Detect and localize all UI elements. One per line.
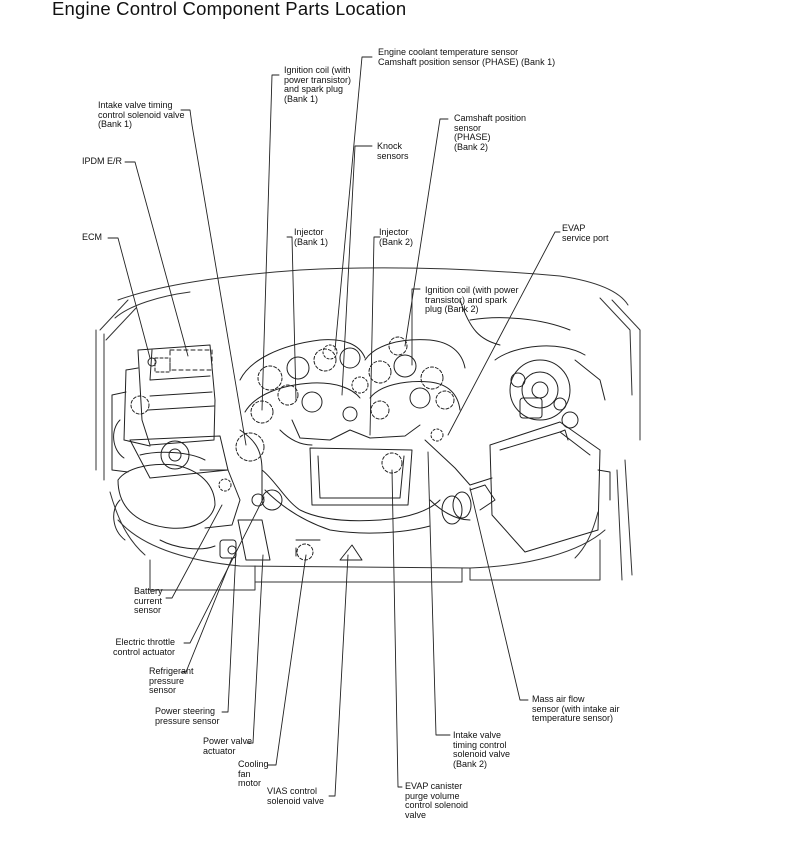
label-vias-solenoid: VIAS control solenoid valve [267,786,325,806]
label-mass-air-flow-sensor: Mass air flow sensor (with intake air te… [532,694,620,723]
label-ignition-coil-bank2: Ignition coil (with power transistor) an… [425,285,519,314]
label-evap-service-port: EVAP service port [562,223,609,243]
label-power-steering-sensor: Power steering pressure sensor [155,706,220,726]
label-refrigerant-pressure-sensor: Refrigerant pressure sensor [149,666,194,695]
label-cam-position-bank2: Camshaft position sensor (PHASE) (Bank 2… [454,113,527,152]
label-intake-valve-timing-bank2: Intake valve timing control solenoid val… [453,730,511,769]
label-injector-bank1: Injector (Bank 1) [294,227,329,247]
label-cooling-fan-motor: Cooling fan motor [238,759,269,788]
label-intake-valve-timing-bank1: Intake valve timing control solenoid val… [98,100,185,129]
label-ecm: ECM [82,232,102,242]
label-evap-canister-purge: EVAP canister purge volume control solen… [405,781,469,820]
label-coolant-temp-cam-sensor: Engine coolant temperature sensor Camsha… [378,47,556,67]
leader-lines [107,56,561,797]
page-title: Engine Control Component Parts Location [52,0,407,19]
left-front-components [113,429,283,561]
label-ipdm: IPDM E/R [82,156,123,166]
label-ignition-coil-bank1: Ignition coil (with power transistor) an… [284,65,352,104]
label-injector-bank2: Injector (Bank 2) [379,227,414,247]
label-electric-throttle-actuator: Electric throttle control actuator [113,637,176,657]
right-side-components [459,299,611,553]
engine-center [239,336,496,561]
label-power-valve-actuator: Power valve actuator [203,736,253,756]
label-battery-current-sensor: Battery current sensor [134,586,163,615]
label-knock-sensors: Knock sensors [377,141,409,161]
vehicle-body-outline [95,267,641,591]
